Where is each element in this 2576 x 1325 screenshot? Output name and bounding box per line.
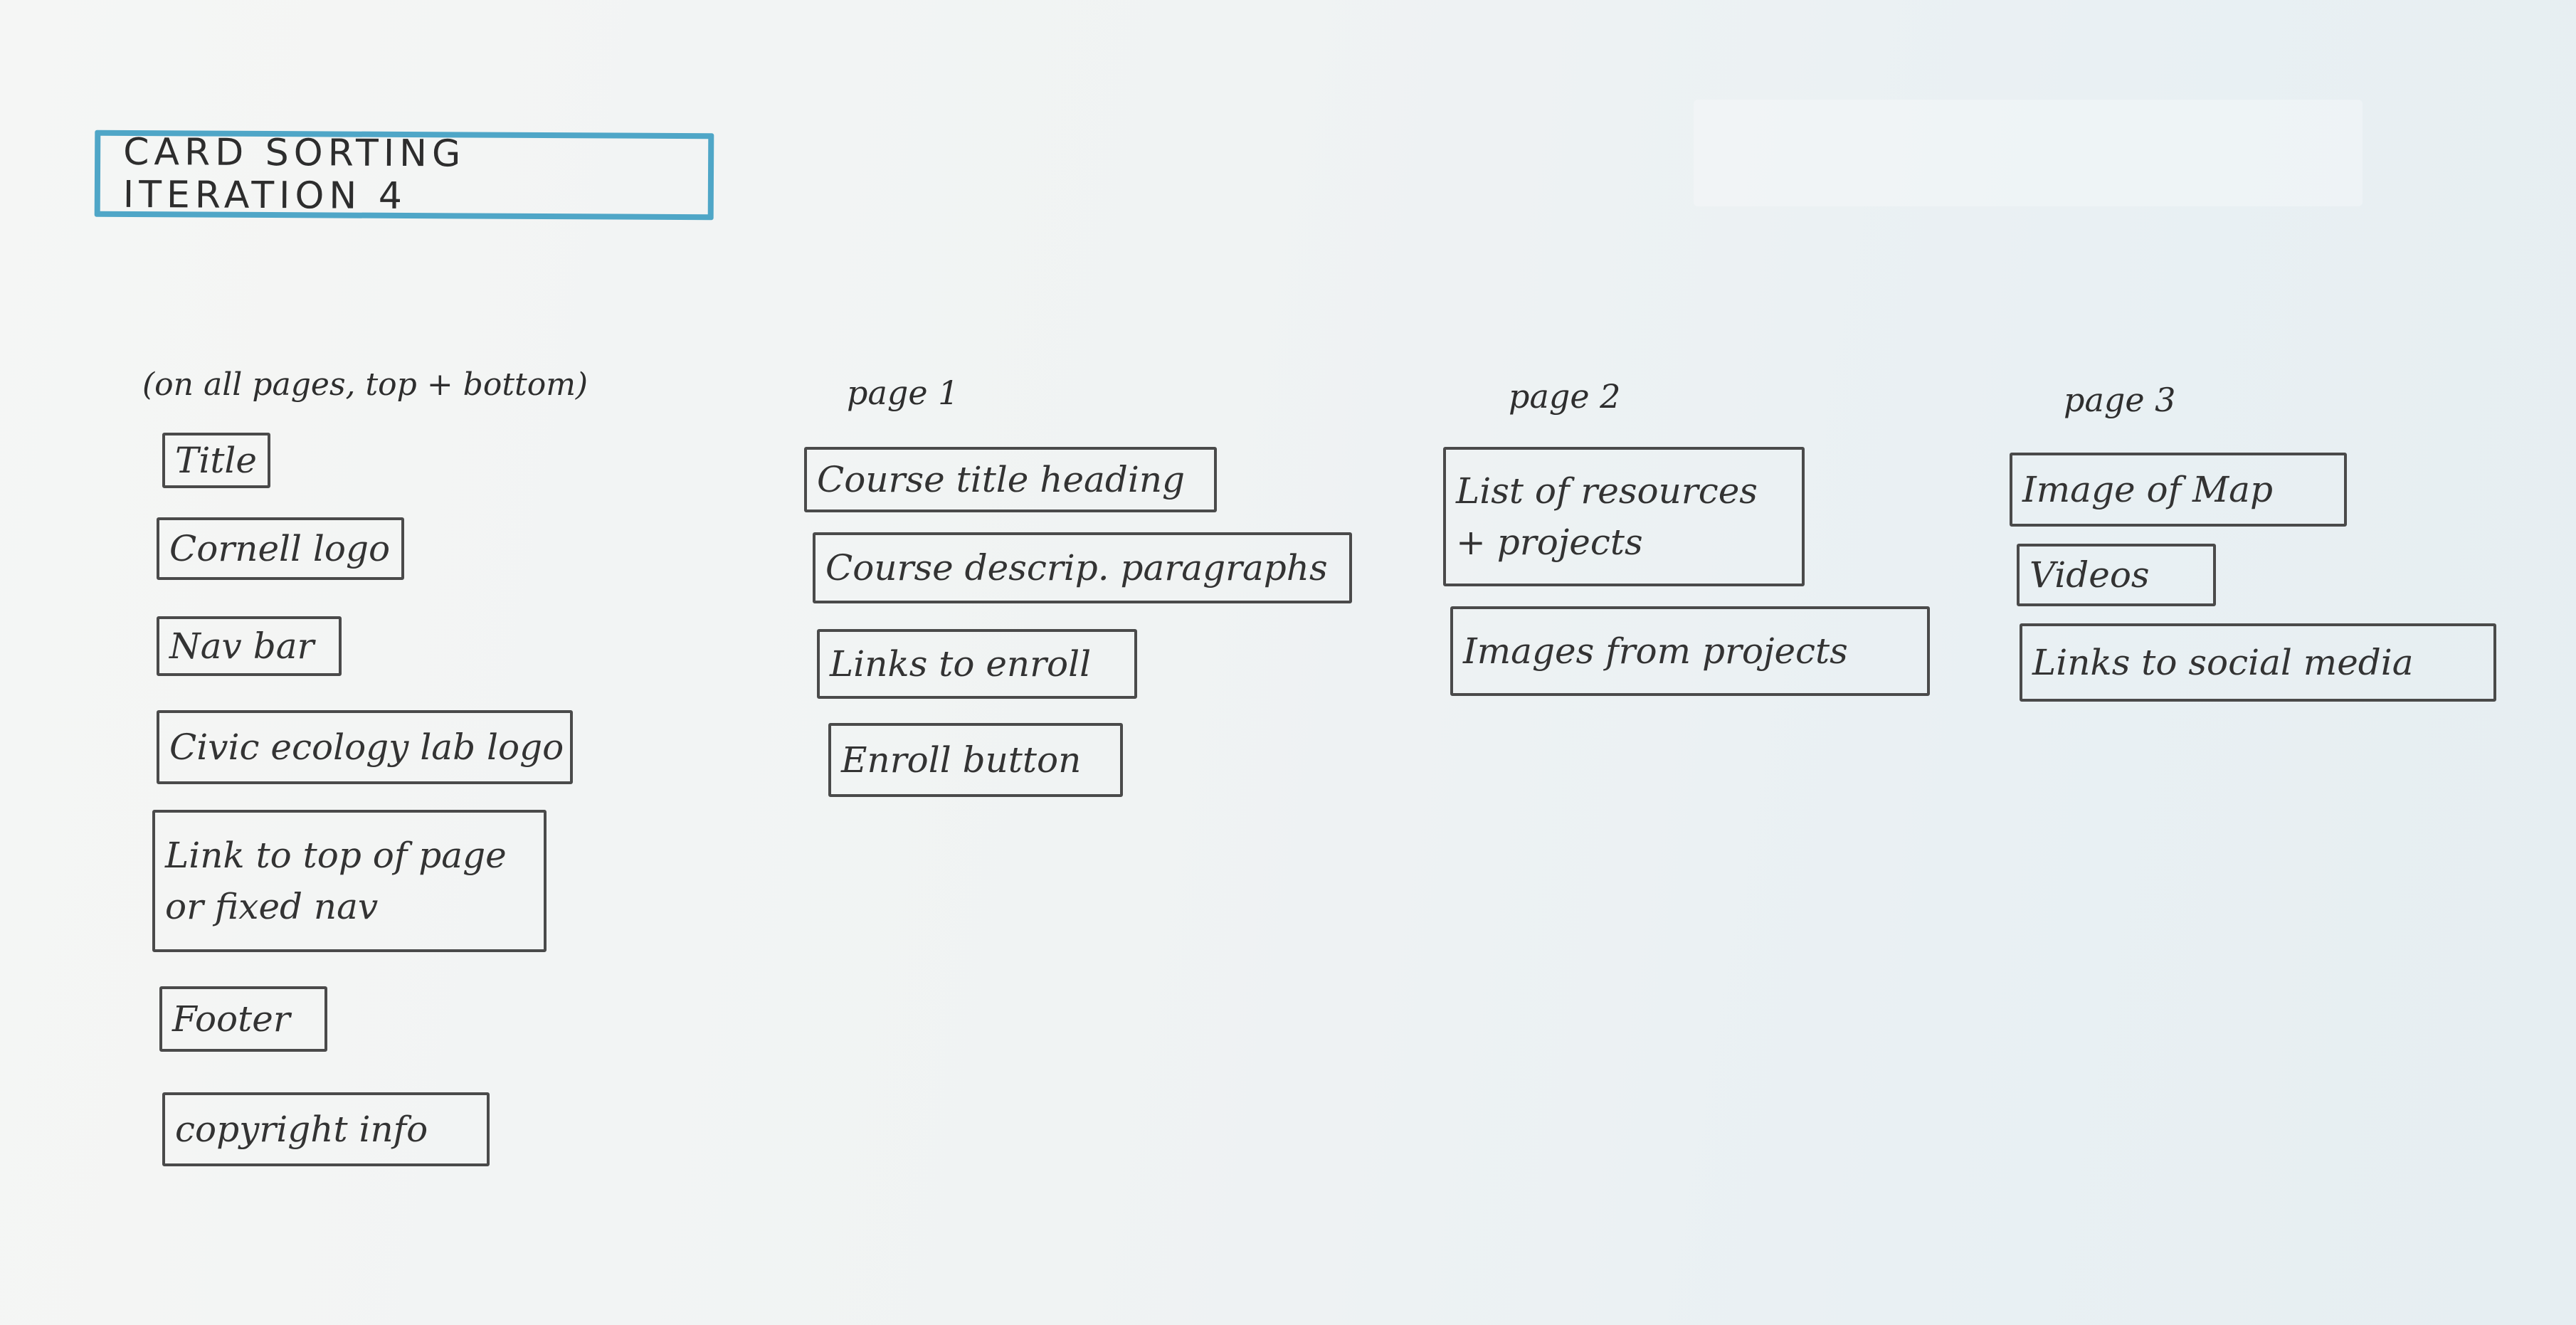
page-title-box: CARD SORTING ITERATION 4 xyxy=(94,130,714,221)
card-civic-ecology-lab-logo: Civic ecology lab logo xyxy=(157,710,573,784)
card-line: Civic ecology lab logo xyxy=(169,726,564,768)
card-course-title-heading: Course title heading xyxy=(804,447,1217,512)
card-line: Footer xyxy=(172,998,290,1040)
card-links-to-social-media: Links to social media xyxy=(2020,623,2496,702)
card-course-description: Course descrip. paragraphs xyxy=(813,532,1352,603)
card-line: Link to top of page xyxy=(165,834,507,876)
card-line: Cornell logo xyxy=(169,527,391,569)
card-title: Title xyxy=(162,433,270,488)
card-line: copyright info xyxy=(175,1108,428,1150)
card-line: List of resources xyxy=(1456,470,1758,512)
card-image-of-map: Image of Map xyxy=(2010,453,2347,527)
card-line: Image of Map xyxy=(2022,468,2273,510)
card-copyright-info: copyright info xyxy=(162,1092,490,1166)
card-links-to-enroll: Links to enroll xyxy=(817,629,1137,699)
card-line: Links to enroll xyxy=(830,643,1092,685)
card-line: Title xyxy=(175,439,258,481)
card-line: Nav bar xyxy=(169,625,315,667)
card-line: Links to social media xyxy=(2032,641,2414,683)
card-line: Course descrip. paragraphs xyxy=(825,547,1328,588)
card-line: or fixed nav xyxy=(165,886,379,927)
column-heading-page-3: page 3 xyxy=(2064,381,2176,419)
card-videos: Videos xyxy=(2017,544,2216,606)
card-line: + projects xyxy=(1456,522,1643,563)
card-line: Course title heading xyxy=(817,458,1186,500)
card-enroll-button: Enroll button xyxy=(828,723,1123,797)
card-nav-bar: Nav bar xyxy=(157,616,342,676)
card-line: Videos xyxy=(2029,554,2150,596)
paper-shading xyxy=(1694,100,2363,206)
column-heading-page-2: page 2 xyxy=(1509,377,1621,416)
card-line: Images from projects xyxy=(1463,630,1848,672)
column-heading-page-1: page 1 xyxy=(847,374,959,412)
card-line: Enroll button xyxy=(841,739,1082,781)
card-footer: Footer xyxy=(159,986,327,1052)
column-heading-all-pages: (on all pages, top + bottom) xyxy=(142,366,588,403)
card-link-to-top: Link to top of page or fixed nav xyxy=(152,810,547,952)
card-list-of-resources: List of resources + projects xyxy=(1443,447,1805,586)
card-cornell-logo: Cornell logo xyxy=(157,517,404,580)
page-title: CARD SORTING ITERATION 4 xyxy=(122,130,466,218)
card-images-from-projects: Images from projects xyxy=(1450,606,1930,696)
